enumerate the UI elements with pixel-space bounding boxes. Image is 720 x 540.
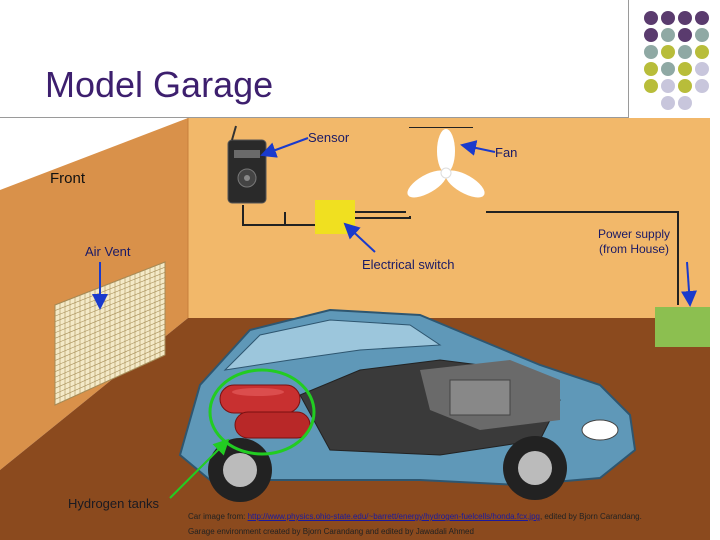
decorative-dot <box>678 28 692 42</box>
label-power-supply: Power supply (from House) <box>598 227 670 257</box>
decorative-dot <box>695 28 709 42</box>
decorative-dot <box>695 11 709 25</box>
title-divider-vertical <box>628 0 629 120</box>
decorative-dot <box>644 11 658 25</box>
power-supply-box <box>655 307 710 347</box>
label-sensor: Sensor <box>308 130 350 145</box>
label-front: Front <box>50 170 86 187</box>
decorative-dot <box>695 79 709 93</box>
label-fan: Fan <box>495 145 518 160</box>
decorative-dot <box>644 45 658 59</box>
annotation-arrows <box>92 137 698 310</box>
credit-suffix: , edited by Bjorn Carandang. <box>539 512 642 521</box>
decorative-dot <box>644 28 658 42</box>
fan-icon <box>406 128 486 216</box>
decorative-dot <box>678 79 692 93</box>
decorative-dot <box>661 11 675 25</box>
decorative-dot <box>661 62 675 76</box>
decorative-dot <box>678 11 692 25</box>
label-air-vent: Air Vent <box>85 244 131 259</box>
decorative-dot <box>661 96 675 110</box>
page-title: Model Garage <box>45 64 274 105</box>
decorative-dot <box>644 62 658 76</box>
decorative-dot <box>678 62 692 76</box>
decorative-dot-grid <box>644 11 709 110</box>
hydrogen-tank-highlight <box>208 368 316 456</box>
power-supply-line1: Power supply <box>598 227 671 241</box>
air-vent-grille <box>54 261 166 406</box>
decorative-dot <box>678 45 692 59</box>
decorative-dot <box>678 96 692 110</box>
title-divider-horizontal <box>0 117 628 118</box>
label-electrical-switch: Electrical switch <box>362 257 455 272</box>
decorative-dot <box>644 79 658 93</box>
decorative-dot <box>695 62 709 76</box>
back-wall <box>188 118 710 318</box>
credit-prefix: Car image from: <box>188 512 248 521</box>
credit-link[interactable]: http://www.physics.ohio-state.edu/~barre… <box>247 512 540 521</box>
gas-sensor-icon <box>227 125 267 204</box>
car-illustration <box>178 308 637 502</box>
decorative-dot <box>695 45 709 59</box>
decorative-dot <box>661 79 675 93</box>
decorative-dot <box>661 28 675 42</box>
hydrogen-arrow <box>169 438 230 499</box>
credit-line-2: Garage environment created by Bjorn Cara… <box>188 527 474 536</box>
label-hydrogen-tanks: Hydrogen tanks <box>68 496 160 511</box>
credit-line-1: Car image from: http://www.physics.ohio-… <box>188 512 642 521</box>
decorative-dot <box>661 45 675 59</box>
power-supply-line2: (from House) <box>599 242 670 256</box>
hydrogen-tanks <box>219 384 311 439</box>
